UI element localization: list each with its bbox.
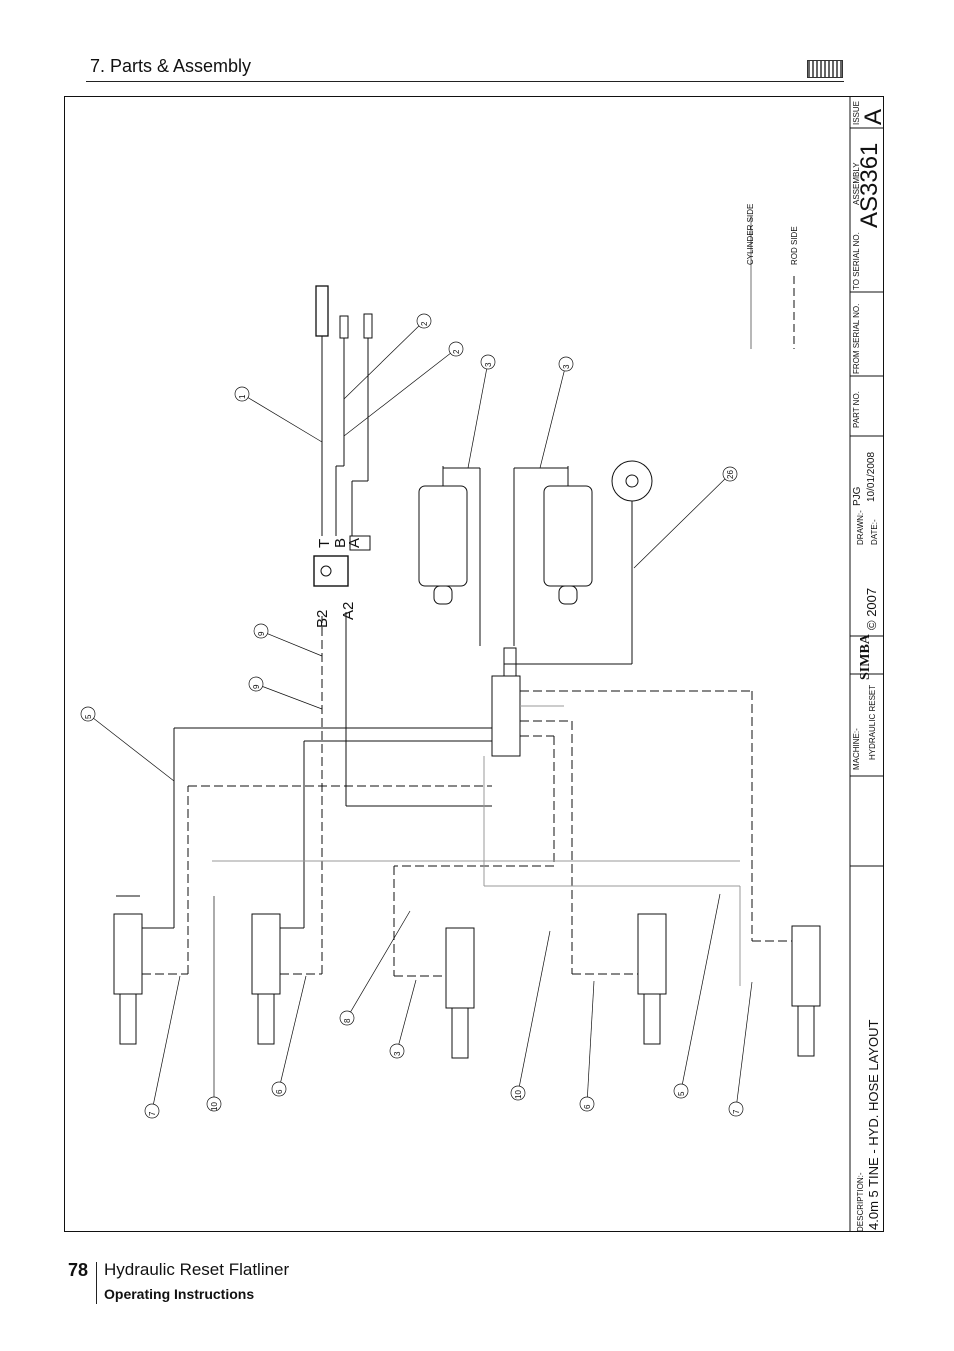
port-label-t: T [316,538,333,548]
drawing-frame [64,96,884,1232]
legend-cylinder-side: CYLINDER SIDE [746,203,755,265]
callout-2a: 2 [420,321,429,326]
to-serial-label: TO SERIAL NO. [852,232,861,290]
callout-9b: 9 [252,684,261,689]
part-no-label: PART NO. [852,391,861,428]
section-title: 7. Parts & Assembly [90,56,252,76]
callout-7a: 7 [148,1111,157,1116]
hose-layout-drawing [80,96,884,1232]
simba-logo [807,60,843,78]
callout-5b: 5 [677,1091,686,1096]
machine-value: HYDRAULIC RESET [868,684,877,760]
footer-subtitle: Operating Instructions [104,1286,255,1302]
callout-6a: 6 [275,1089,284,1094]
callout-2b: 2 [452,349,461,354]
copyright: © 2007 [864,587,879,630]
callout-7b: 7 [732,1109,741,1114]
drawn-label: DRAWN:- [856,510,865,545]
callout-5a: 5 [84,714,93,719]
callout-3a: 3 [484,362,493,367]
legend-rod-side: ROD SIDE [790,226,799,265]
callout-3c: 3 [393,1051,402,1056]
callout-6b: 6 [583,1104,592,1109]
date-value: 10/01/2008 [866,451,877,502]
page-number: 78 [68,1260,89,1280]
drawn-by: PJG [852,486,863,506]
assembly-number: AS3361 [856,142,883,228]
port-label-a2: A2 [340,601,357,620]
header-rule [86,81,844,82]
callout-8: 8 [343,1018,352,1023]
issue-value: A [860,108,887,125]
callout-10b: 10 [514,1090,523,1099]
callout-3b: 3 [562,364,571,369]
callout-26: 26 [726,470,735,479]
callout-10a: 10 [210,1102,219,1111]
port-label-a: A [346,537,363,548]
description-label: DESCRIPTION:- [856,1172,865,1232]
date-label: DATE:- [870,519,879,545]
callout-1: 1 [238,394,247,399]
footer-title: Hydraulic Reset Flatliner [104,1260,290,1279]
description-value: 4.0m 5 TINE - HYD. HOSE LAYOUT [866,1019,881,1230]
title-block-brand: SIMBA [858,634,873,680]
port-label-b2: B2 [314,609,331,628]
callout-9a: 9 [257,631,266,636]
footer-divider [96,1262,97,1304]
machine-label: MACHINE:- [852,728,861,770]
from-serial-label: FROM SERIAL NO. [852,303,861,374]
